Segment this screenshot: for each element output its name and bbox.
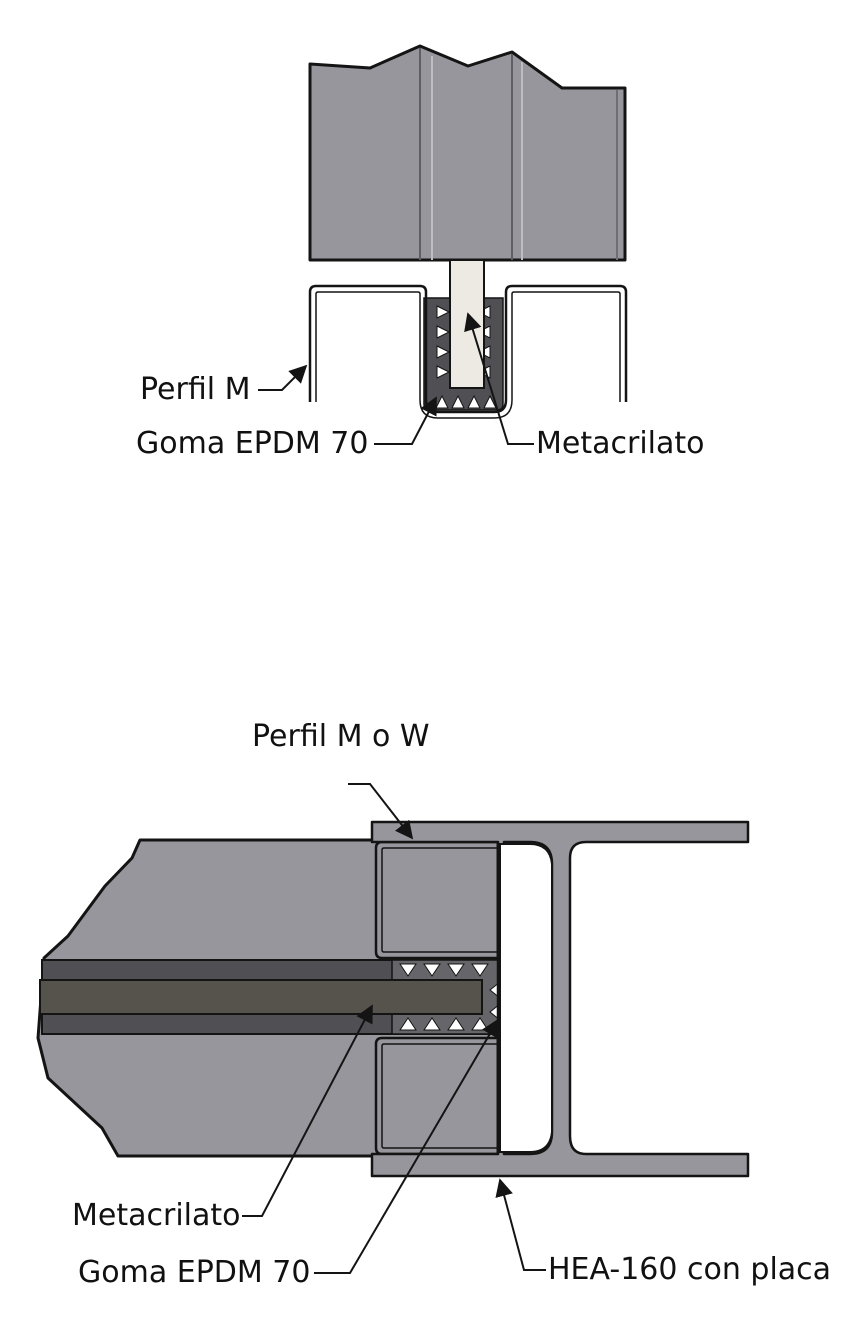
gasket-teeth-bottom: [399, 963, 501, 1031]
leader-goma-bottom: [314, 1018, 499, 1274]
beam-cavity: [499, 843, 553, 1153]
acrylic-sheet-bottom: [39, 979, 483, 1015]
acrylic-sheet: [449, 259, 485, 389]
label-perfil-m-o-w: Perfil M o W: [252, 719, 430, 754]
label-goma-epdm-bottom: Goma EPDM 70: [78, 1255, 311, 1290]
leader-metacrilato-top: [464, 312, 534, 445]
label-metacrilato-top: Metacrilato: [536, 426, 705, 461]
bottom-detail: [36, 783, 750, 1274]
label-hea-160: HEA-160 con placa: [548, 1252, 832, 1287]
top-detail: [258, 44, 628, 445]
steel-panel: [308, 44, 627, 262]
leader-perfil-m-o-w: [348, 783, 414, 840]
leader-metacrilato-bottom: [242, 1004, 373, 1217]
leader-hea: [495, 1178, 546, 1271]
m-profile-outer: [308, 284, 628, 414]
m-profile-inner: [315, 291, 621, 419]
leader-perfil-m: [258, 364, 308, 391]
label-perfil-m: Perfil M: [140, 372, 251, 407]
label-metacrilato-bottom: Metacrilato: [72, 1198, 241, 1233]
leader-goma-top: [374, 396, 437, 445]
label-goma-epdm-top: Goma EPDM 70: [136, 426, 369, 461]
